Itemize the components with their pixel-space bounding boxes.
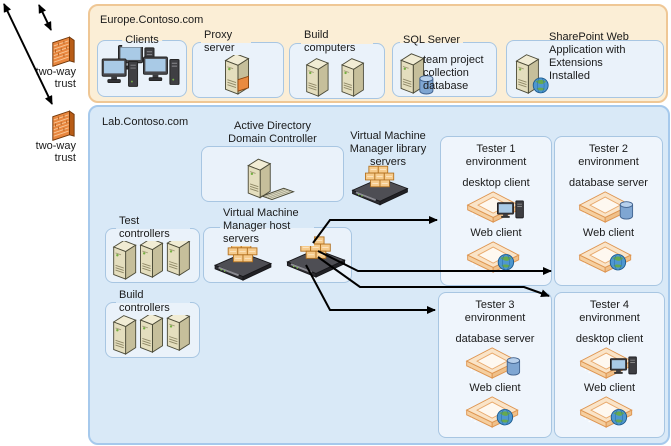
vmm-library-server-icon xyxy=(350,164,410,207)
tester1-subtitle: environment xyxy=(465,156,527,168)
tester4-vm1-label: desktop client xyxy=(575,333,644,345)
client-computers-icon xyxy=(101,45,180,87)
build-controllers-icon xyxy=(113,311,190,355)
clients-group: Clients xyxy=(97,34,187,97)
proxy-server-label: Proxy server xyxy=(201,29,251,55)
tester2-environment: Tester 2 environment database server Web… xyxy=(554,136,663,286)
tester2-title: Tester 2 xyxy=(588,143,629,155)
vmm-library-label: Virtual Machine Manager library servers xyxy=(349,130,427,168)
proxy-server-icon xyxy=(221,51,249,95)
web-client-vm-icon xyxy=(467,241,520,273)
sql-server-group: SQL Server team project collection datab… xyxy=(392,34,497,97)
proxy-server-group: Proxy server xyxy=(192,29,284,98)
web-client-vm-icon xyxy=(580,396,633,428)
test-controllers-label: Test controllers xyxy=(116,215,190,241)
build-controllers-group: Build controllers xyxy=(105,289,200,358)
sql-server-note: team project collection database xyxy=(423,54,484,92)
trust-arrow-europe xyxy=(38,4,52,31)
desktop-client-vm-icon xyxy=(580,347,637,379)
europe-domain-title: Europe.Contoso.com xyxy=(100,14,204,26)
tester4-environment: Tester 4 environment desktop client Web … xyxy=(554,292,665,438)
firewall-icon xyxy=(50,110,76,141)
firewall-icon xyxy=(50,36,76,67)
database-server-vm-icon xyxy=(579,191,634,223)
web-client-vm-icon xyxy=(579,241,632,273)
tester3-vm1-label: database server xyxy=(455,333,535,345)
database-server-vm-icon xyxy=(466,347,521,379)
build-controllers-label: Build controllers xyxy=(116,289,190,315)
trust-label: two-way trust xyxy=(35,140,76,164)
tester4-title: Tester 4 xyxy=(589,299,630,311)
tester2-subtitle: environment xyxy=(578,156,639,168)
sql-server-label: SQL Server xyxy=(400,34,464,47)
desktop-client-vm-icon xyxy=(467,191,524,223)
tester4-vm2-label: Web client xyxy=(583,382,636,394)
trust-label: two-way trust xyxy=(35,66,76,90)
vmm-host-group: Virtual Machine Manager host servers xyxy=(203,207,352,283)
lab-domain-title: Lab.Contoso.com xyxy=(102,116,189,128)
tester1-vm2-label: Web client xyxy=(470,227,522,239)
tester2-vm2-label: Web client xyxy=(582,227,635,239)
tester3-title: Tester 3 xyxy=(475,299,515,311)
tester3-vm2-label: Web client xyxy=(469,382,521,394)
addc-label: Active Directory Domain Controller xyxy=(215,120,330,146)
tester1-environment: Tester 1 environment desktop client Web … xyxy=(440,136,552,286)
build-computers-icon xyxy=(306,58,364,97)
vmm-host-server-icon xyxy=(210,240,276,281)
test-controllers-group: Test controllers xyxy=(105,215,200,283)
tester1-vm1-label: desktop client xyxy=(462,177,530,189)
build-computers-label: Build computers xyxy=(301,29,373,55)
addc-group: Active Directory Domain Controller xyxy=(201,120,344,202)
vmm-host-label: Virtual Machine Manager host servers xyxy=(220,207,314,246)
tester3-subtitle: environment xyxy=(464,312,526,324)
sharepoint-server-icon xyxy=(515,54,549,94)
web-client-vm-icon xyxy=(466,396,519,428)
tester4-subtitle: environment xyxy=(579,312,640,324)
sharepoint-group: SharePoint Web Application with Extensio… xyxy=(506,31,664,98)
tester3-environment: Tester 3 environment database server Web… xyxy=(438,292,552,438)
clients-label: Clients xyxy=(122,34,162,47)
domain-controller-icon xyxy=(247,158,294,201)
tester1-title: Tester 1 xyxy=(476,143,516,155)
build-computers-group: Build computers xyxy=(289,29,385,99)
tester2-vm1-label: database server xyxy=(569,177,648,189)
sharepoint-label: SharePoint Web Application with Extensio… xyxy=(549,31,629,82)
